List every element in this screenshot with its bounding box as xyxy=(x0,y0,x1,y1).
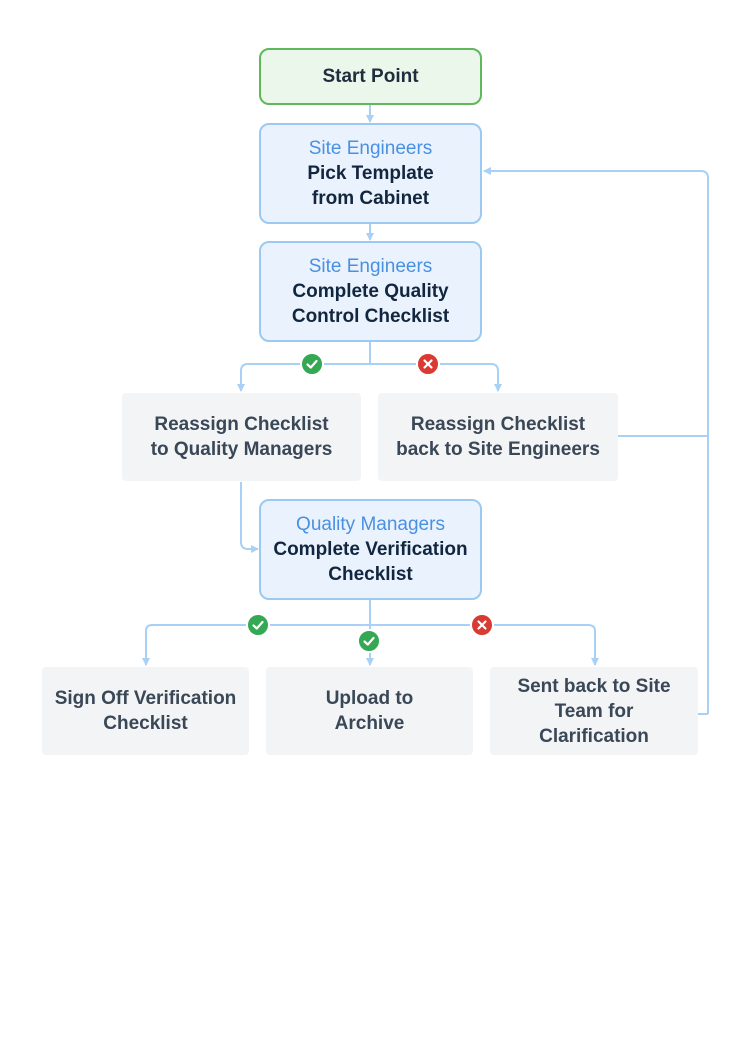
connector-to-sign-off xyxy=(142,624,153,666)
check-icon xyxy=(306,359,318,369)
pick-template-node: Site Engineers Pick Template from Cabine… xyxy=(259,123,482,224)
sign-off-node: Sign Off Verification Checklist xyxy=(42,667,249,755)
qc-checklist-node: Site Engineers Complete Quality Control … xyxy=(259,241,482,342)
start-label: Start Point xyxy=(322,66,419,87)
pick-template-title-line-2: from Cabinet xyxy=(311,188,430,209)
pick-template-title-line-1: Pick Template xyxy=(307,163,434,184)
upload-approve-badge xyxy=(357,629,381,653)
cross-icon xyxy=(477,620,487,630)
connector-qc-approve-branch xyxy=(237,363,370,392)
sign-off-line-1: Sign Off Verification xyxy=(54,688,237,709)
reassign-site-engineers-line-2: back to Site Engineers xyxy=(396,439,600,460)
qc-checklist-title-line-1: Complete Quality xyxy=(292,281,449,302)
start-node: Start Point xyxy=(259,48,482,105)
connector-reassign-to-verification xyxy=(240,482,259,553)
check-icon xyxy=(252,620,264,630)
qc-approve-badge xyxy=(300,352,324,376)
connector-qc-reject-branch xyxy=(370,363,502,392)
verification-checklist-title-line-1: Complete Verification xyxy=(273,539,468,560)
check-icon xyxy=(363,636,375,646)
qc-reject-badge xyxy=(416,352,440,376)
reassign-site-engineers-node: Reassign Checklist back to Site Engineer… xyxy=(378,393,618,481)
cross-icon xyxy=(423,359,433,369)
sent-back-line-1: Sent back to Site xyxy=(517,675,671,697)
connector-loop-vertical xyxy=(483,167,709,714)
upload-archive-node: Upload to Archive xyxy=(266,667,473,755)
verification-checklist-title-line-2: Checklist xyxy=(328,564,413,585)
upload-archive-line-1: Upload to xyxy=(325,688,414,709)
upload-archive-line-2: Archive xyxy=(334,713,405,734)
sent-back-line-3: Clarification xyxy=(539,725,649,747)
sent-back-line-2: Team for xyxy=(554,700,634,722)
sign-off-line-2: Checklist xyxy=(103,713,188,734)
qc-checklist-role: Site Engineers xyxy=(308,256,433,277)
qc-checklist-title-line-2: Control Checklist xyxy=(291,306,450,327)
sent-back-reject-badge xyxy=(470,613,494,637)
pick-template-role: Site Engineers xyxy=(308,138,433,159)
sign-off-approve-badge xyxy=(246,613,270,637)
connector-to-sent-back xyxy=(587,624,599,666)
reassign-quality-managers-node: Reassign Checklist to Quality Managers xyxy=(122,393,361,481)
reassign-quality-managers-line-2: to Quality Managers xyxy=(150,439,333,460)
reassign-site-engineers-line-1: Reassign Checklist xyxy=(410,414,586,435)
sent-back-node: Sent back to Site Team for Clarification xyxy=(490,667,698,755)
verification-checklist-node: Quality Managers Complete Verification C… xyxy=(259,499,482,600)
verification-checklist-role: Quality Managers xyxy=(296,514,445,535)
reassign-quality-managers-line-1: Reassign Checklist xyxy=(154,414,329,435)
